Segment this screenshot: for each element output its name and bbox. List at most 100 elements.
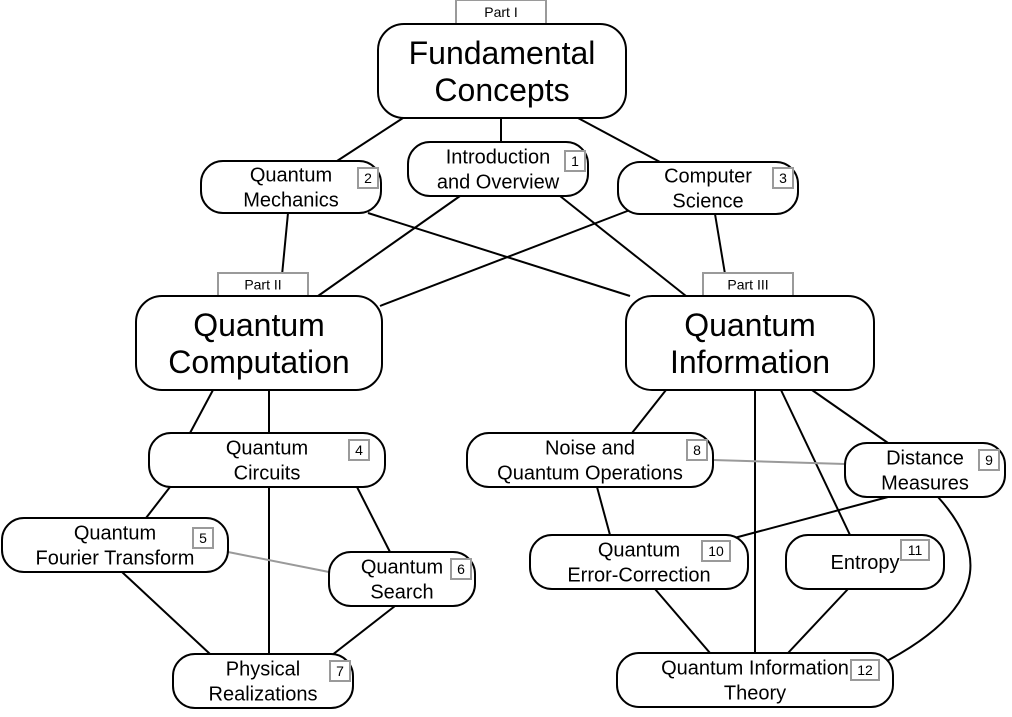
- chapter-number: 3: [779, 170, 787, 186]
- edge-qinfo-noise: [631, 389, 667, 434]
- chapter-badge: [900, 539, 930, 561]
- chapter-number: 9: [985, 452, 993, 468]
- node-label-line: Quantum: [598, 540, 680, 562]
- node-label-line: Fourier Transform: [36, 548, 195, 570]
- node-box: [172, 653, 354, 709]
- node-label-line: Physical: [226, 659, 300, 681]
- node-label-line: Concepts: [434, 72, 569, 108]
- chapter-number: 11: [908, 542, 923, 558]
- node-label-line: Quantum: [193, 307, 325, 343]
- edge-intro-qcomp: [317, 195, 461, 297]
- part-label-part3: Part III: [702, 272, 794, 297]
- edge-cs-qinfo: [714, 213, 726, 275]
- edge-circuits-search: [356, 486, 391, 553]
- part-labels: Part I Part II Part III: [217, 0, 794, 297]
- part-label-text: Part I: [484, 4, 517, 20]
- edge-qmech-qinfo: [367, 212, 631, 297]
- node-box: [328, 551, 476, 607]
- node-box: [844, 442, 1006, 498]
- edge-qinfo-distance: [811, 389, 889, 444]
- part-label-box: [455, 0, 547, 25]
- chapter-badge: [850, 659, 880, 681]
- edge-qec-qit: [654, 588, 711, 654]
- node-label-line: Introduction: [446, 147, 551, 169]
- node-label-line: Computer: [664, 166, 752, 188]
- chapter-badge: [192, 527, 214, 549]
- edge-fundamental-cs: [577, 117, 661, 163]
- chapter-badge: [978, 449, 1000, 471]
- chapter-number: 5: [199, 530, 207, 546]
- node-box: [625, 295, 875, 391]
- node-label-line: Science: [672, 191, 743, 213]
- node-entropy[interactable]: Entropy 11: [785, 534, 945, 590]
- edge-circuits-qft: [145, 486, 171, 519]
- node-label-line: Search: [370, 582, 433, 604]
- chapter-badge: [564, 150, 586, 172]
- edge-noise-qec: [596, 486, 611, 536]
- chapter-badge: [329, 660, 351, 682]
- part-label-part1: Part I: [455, 0, 547, 25]
- node-label-line: Realizations: [209, 684, 318, 706]
- node-box: [466, 432, 714, 488]
- node-label-line: Entropy: [831, 552, 900, 574]
- node-label-line: Mechanics: [243, 190, 339, 212]
- chapter-badge: [348, 439, 370, 461]
- chapter-number: 4: [355, 442, 363, 458]
- edge-intro-qinfo: [559, 195, 687, 297]
- node-label-line: Quantum: [361, 557, 443, 579]
- edge-cs-qcomp: [379, 209, 631, 307]
- node-label-line: Computation: [168, 344, 349, 380]
- node-label-line: Error-Correction: [567, 565, 710, 587]
- edge-distance-qec: [722, 496, 889, 542]
- node-box: [200, 160, 382, 214]
- node-label-line: Quantum: [250, 165, 332, 187]
- edge-distance-qit: [882, 496, 972, 664]
- node-box: [148, 432, 386, 488]
- chapter-badge: [686, 439, 708, 461]
- node-label-line: Distance: [886, 448, 964, 470]
- edge-entropy-qit: [787, 588, 849, 654]
- node-label-line: Information: [670, 344, 830, 380]
- chapter-badge: [450, 558, 472, 580]
- chapter-badge: [701, 540, 731, 562]
- node-label-line: Fundamental: [409, 35, 596, 71]
- chapter-badge: [772, 167, 794, 189]
- chapter-number: 12: [857, 662, 873, 678]
- chapter-number: 10: [708, 543, 724, 559]
- chapter-number: 7: [336, 663, 344, 679]
- part-label-part2: Part II: [217, 272, 309, 297]
- node-label-line: Quantum Information: [661, 658, 849, 680]
- edge-fundamental-qmech: [336, 117, 404, 162]
- node-box: [407, 141, 589, 197]
- node-label-line: Quantum: [226, 438, 308, 460]
- node-box: [1, 517, 229, 573]
- chapter-badge: [357, 167, 379, 189]
- node-label-line: Noise and: [545, 438, 635, 460]
- node-label-line: Quantum: [684, 307, 816, 343]
- edge-qcomp-circuits: [189, 389, 214, 434]
- node-box: [377, 23, 627, 119]
- node-label-line: Quantum: [74, 523, 156, 545]
- node-label-line: Quantum Operations: [497, 463, 683, 485]
- node-label-line: and Overview: [437, 172, 560, 194]
- node-box: [135, 295, 383, 391]
- edge-noise-distance: [712, 459, 846, 465]
- chapter-number: 2: [364, 170, 372, 186]
